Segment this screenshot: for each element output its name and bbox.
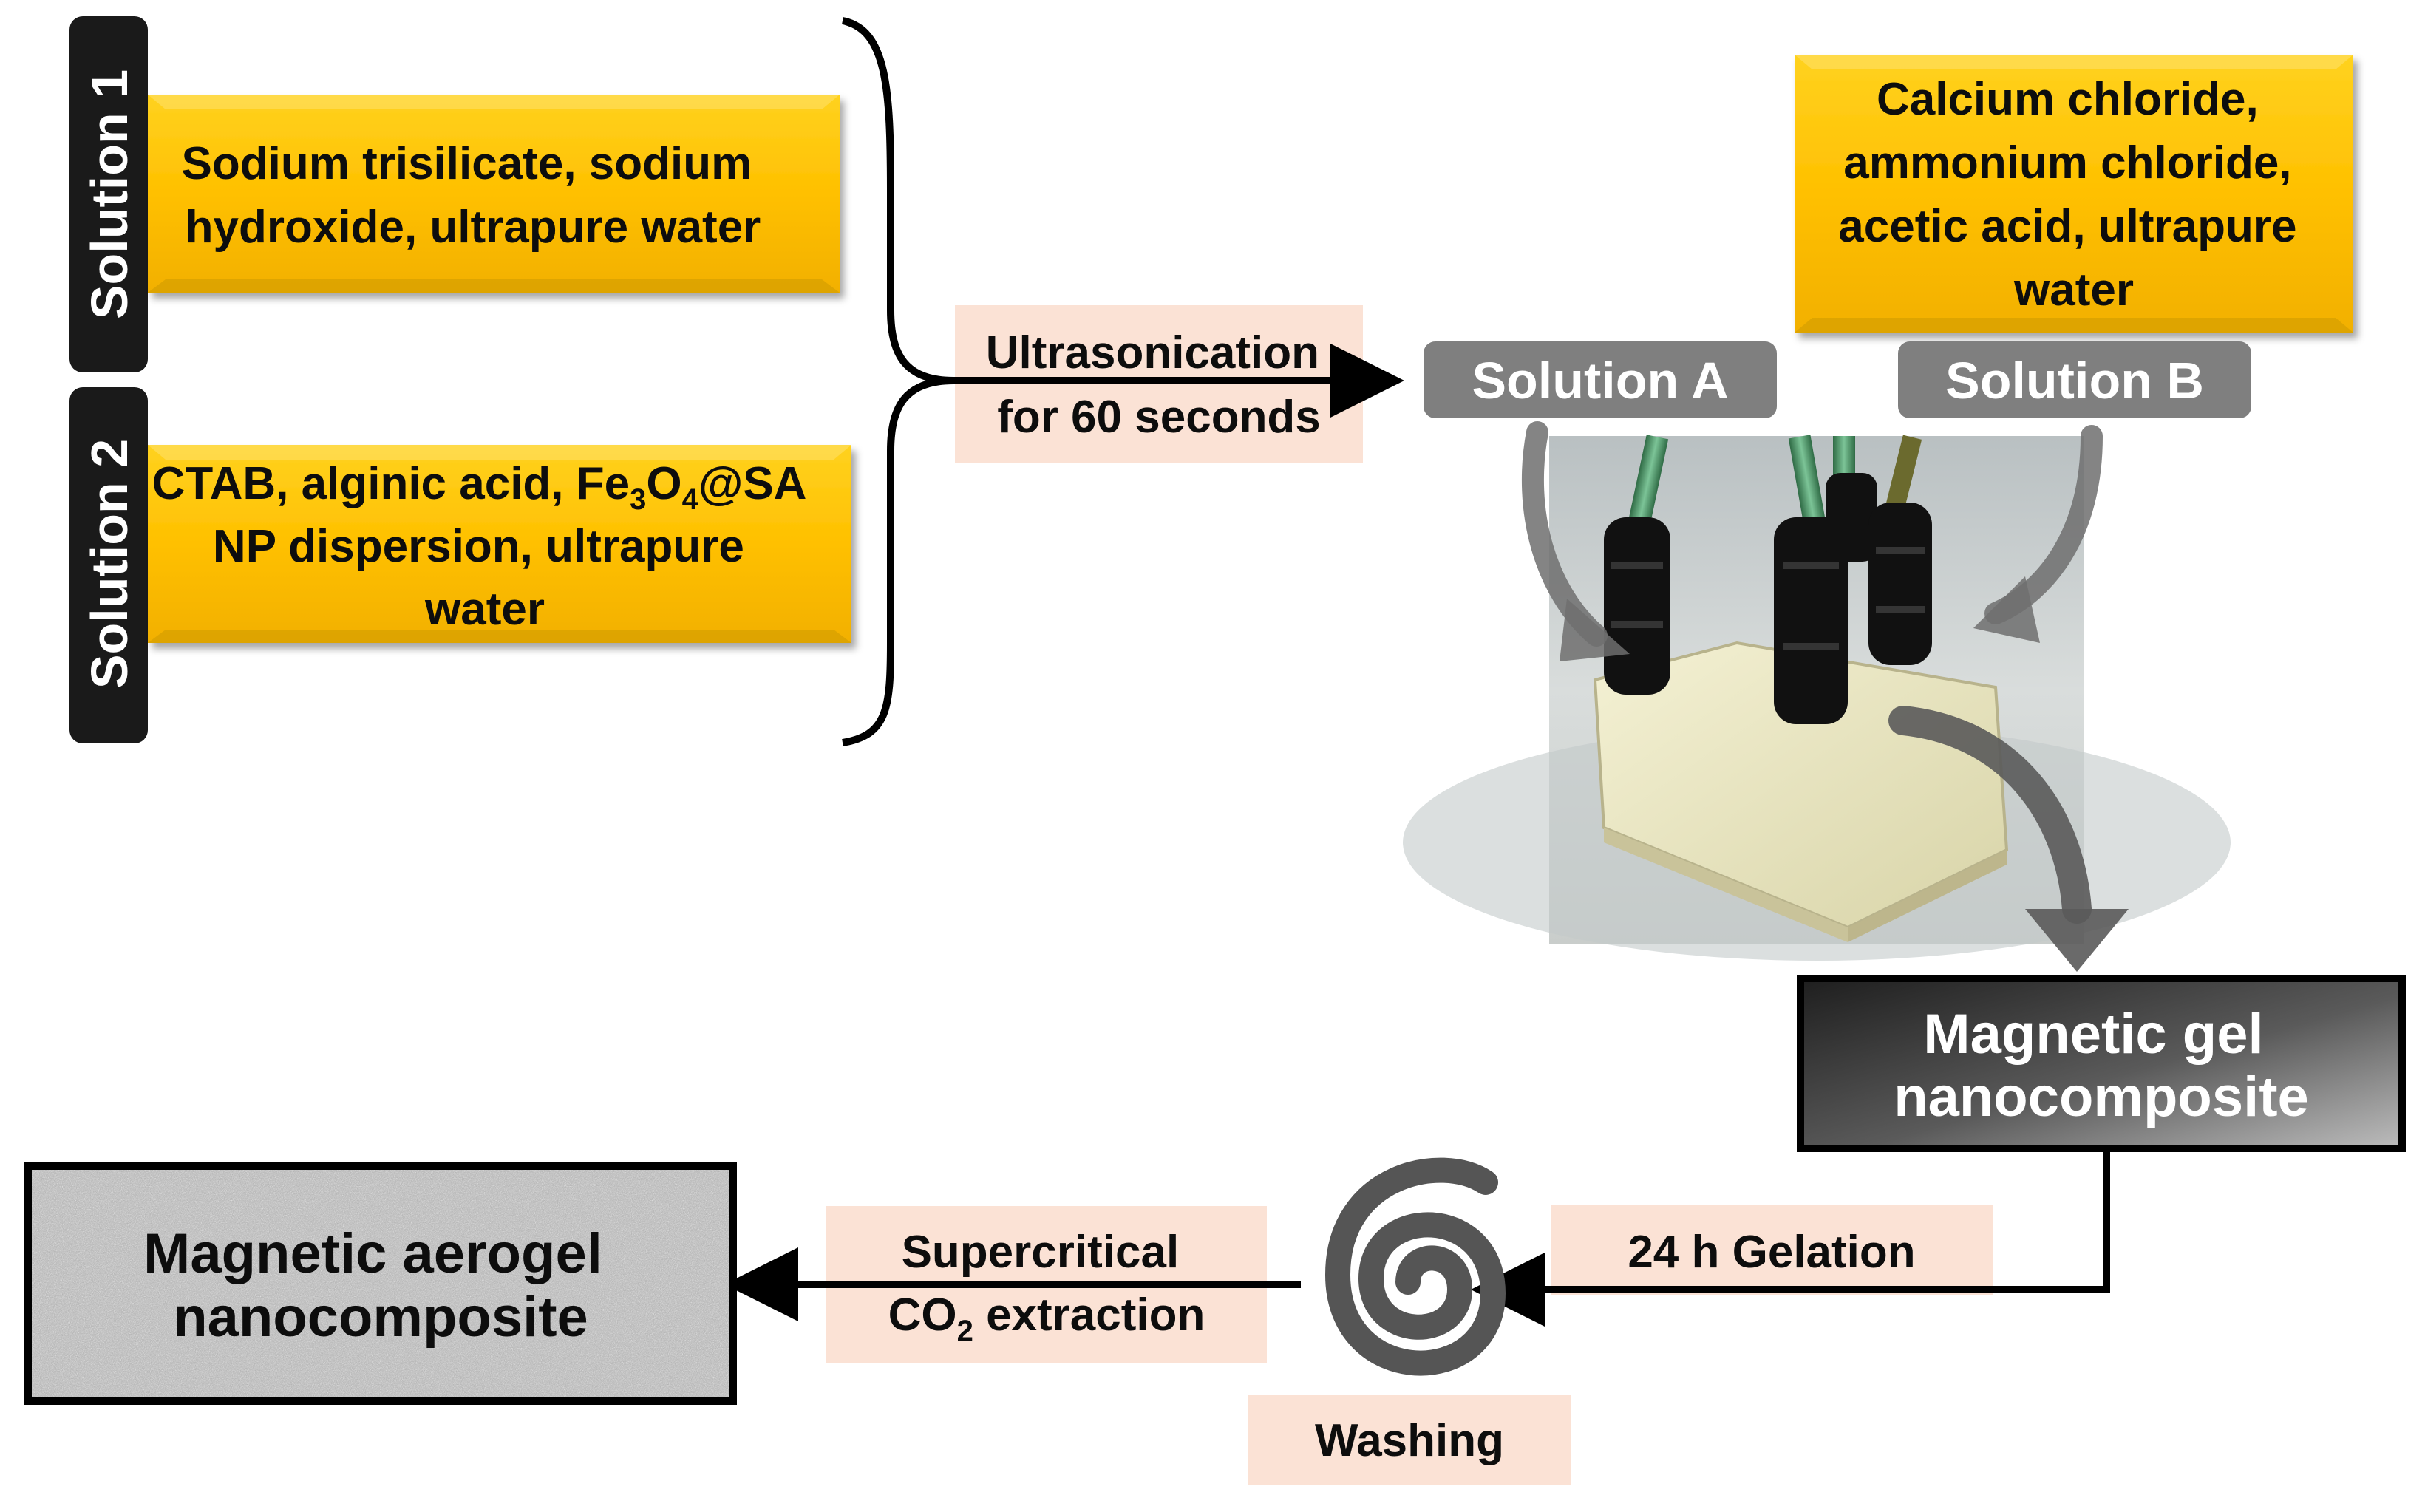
gelation-step <box>1551 1205 1993 1295</box>
solution-b-box <box>1795 55 2353 333</box>
svg-text:Magnetic aerogel nanocom: Magnetic aerogel nanocomposite <box>143 1222 618 1349</box>
svg-text:Solution A: Solution A <box>1472 352 1728 409</box>
svg-text:Solution B: Solution B <box>1945 352 2204 409</box>
washing-label: Washing <box>1315 1415 1504 1466</box>
microfluidic-device-photo <box>1403 421 2231 972</box>
solution-a-pill: Solution A <box>1424 341 1777 418</box>
solution-1-label: Solution 1 <box>81 69 138 319</box>
solution-2-tab: Solution 2 <box>69 387 148 743</box>
solution-1-tab: Solution 1 <box>69 16 148 372</box>
solution-2-box <box>148 445 851 643</box>
washing-spiral-icon <box>1324 1157 1506 1376</box>
solution-1-box <box>148 95 840 293</box>
supercritical-label: Supercritical CO2 extraction <box>888 1227 1205 1347</box>
arrow-to-washing <box>1471 1148 2110 1327</box>
solution-b-pill: Solution B <box>1898 341 2251 418</box>
solution-2-ingredients: CTAB, alginic acid, Fe3O4@SA NP dispersi… <box>152 458 818 635</box>
solution-b-ingredients: Calcium chloride, ammonium chloride, ace… <box>1838 74 2309 316</box>
merge-brace <box>841 17 954 746</box>
solution-1-ingredients: Sodium trisilicate, sodium hydroxide, ul… <box>182 138 765 253</box>
solution-2-label: Solution 2 <box>81 439 138 689</box>
washing-step <box>1248 1395 1571 1485</box>
svg-text:Magnetic gel nanocomposi: Magnetic gel nanocomposite <box>1894 1003 2309 1128</box>
magnetic-aerogel-box: Magnetic aerogel nanocomposite <box>24 1162 737 1405</box>
magnetic-gel-box: Magnetic gel nanocomposite <box>1797 975 2406 1152</box>
gelation-label: 24 h Gelation <box>1628 1227 1915 1278</box>
ultrasonication-label: Ultrasonication for 60 seconds <box>986 327 1333 443</box>
